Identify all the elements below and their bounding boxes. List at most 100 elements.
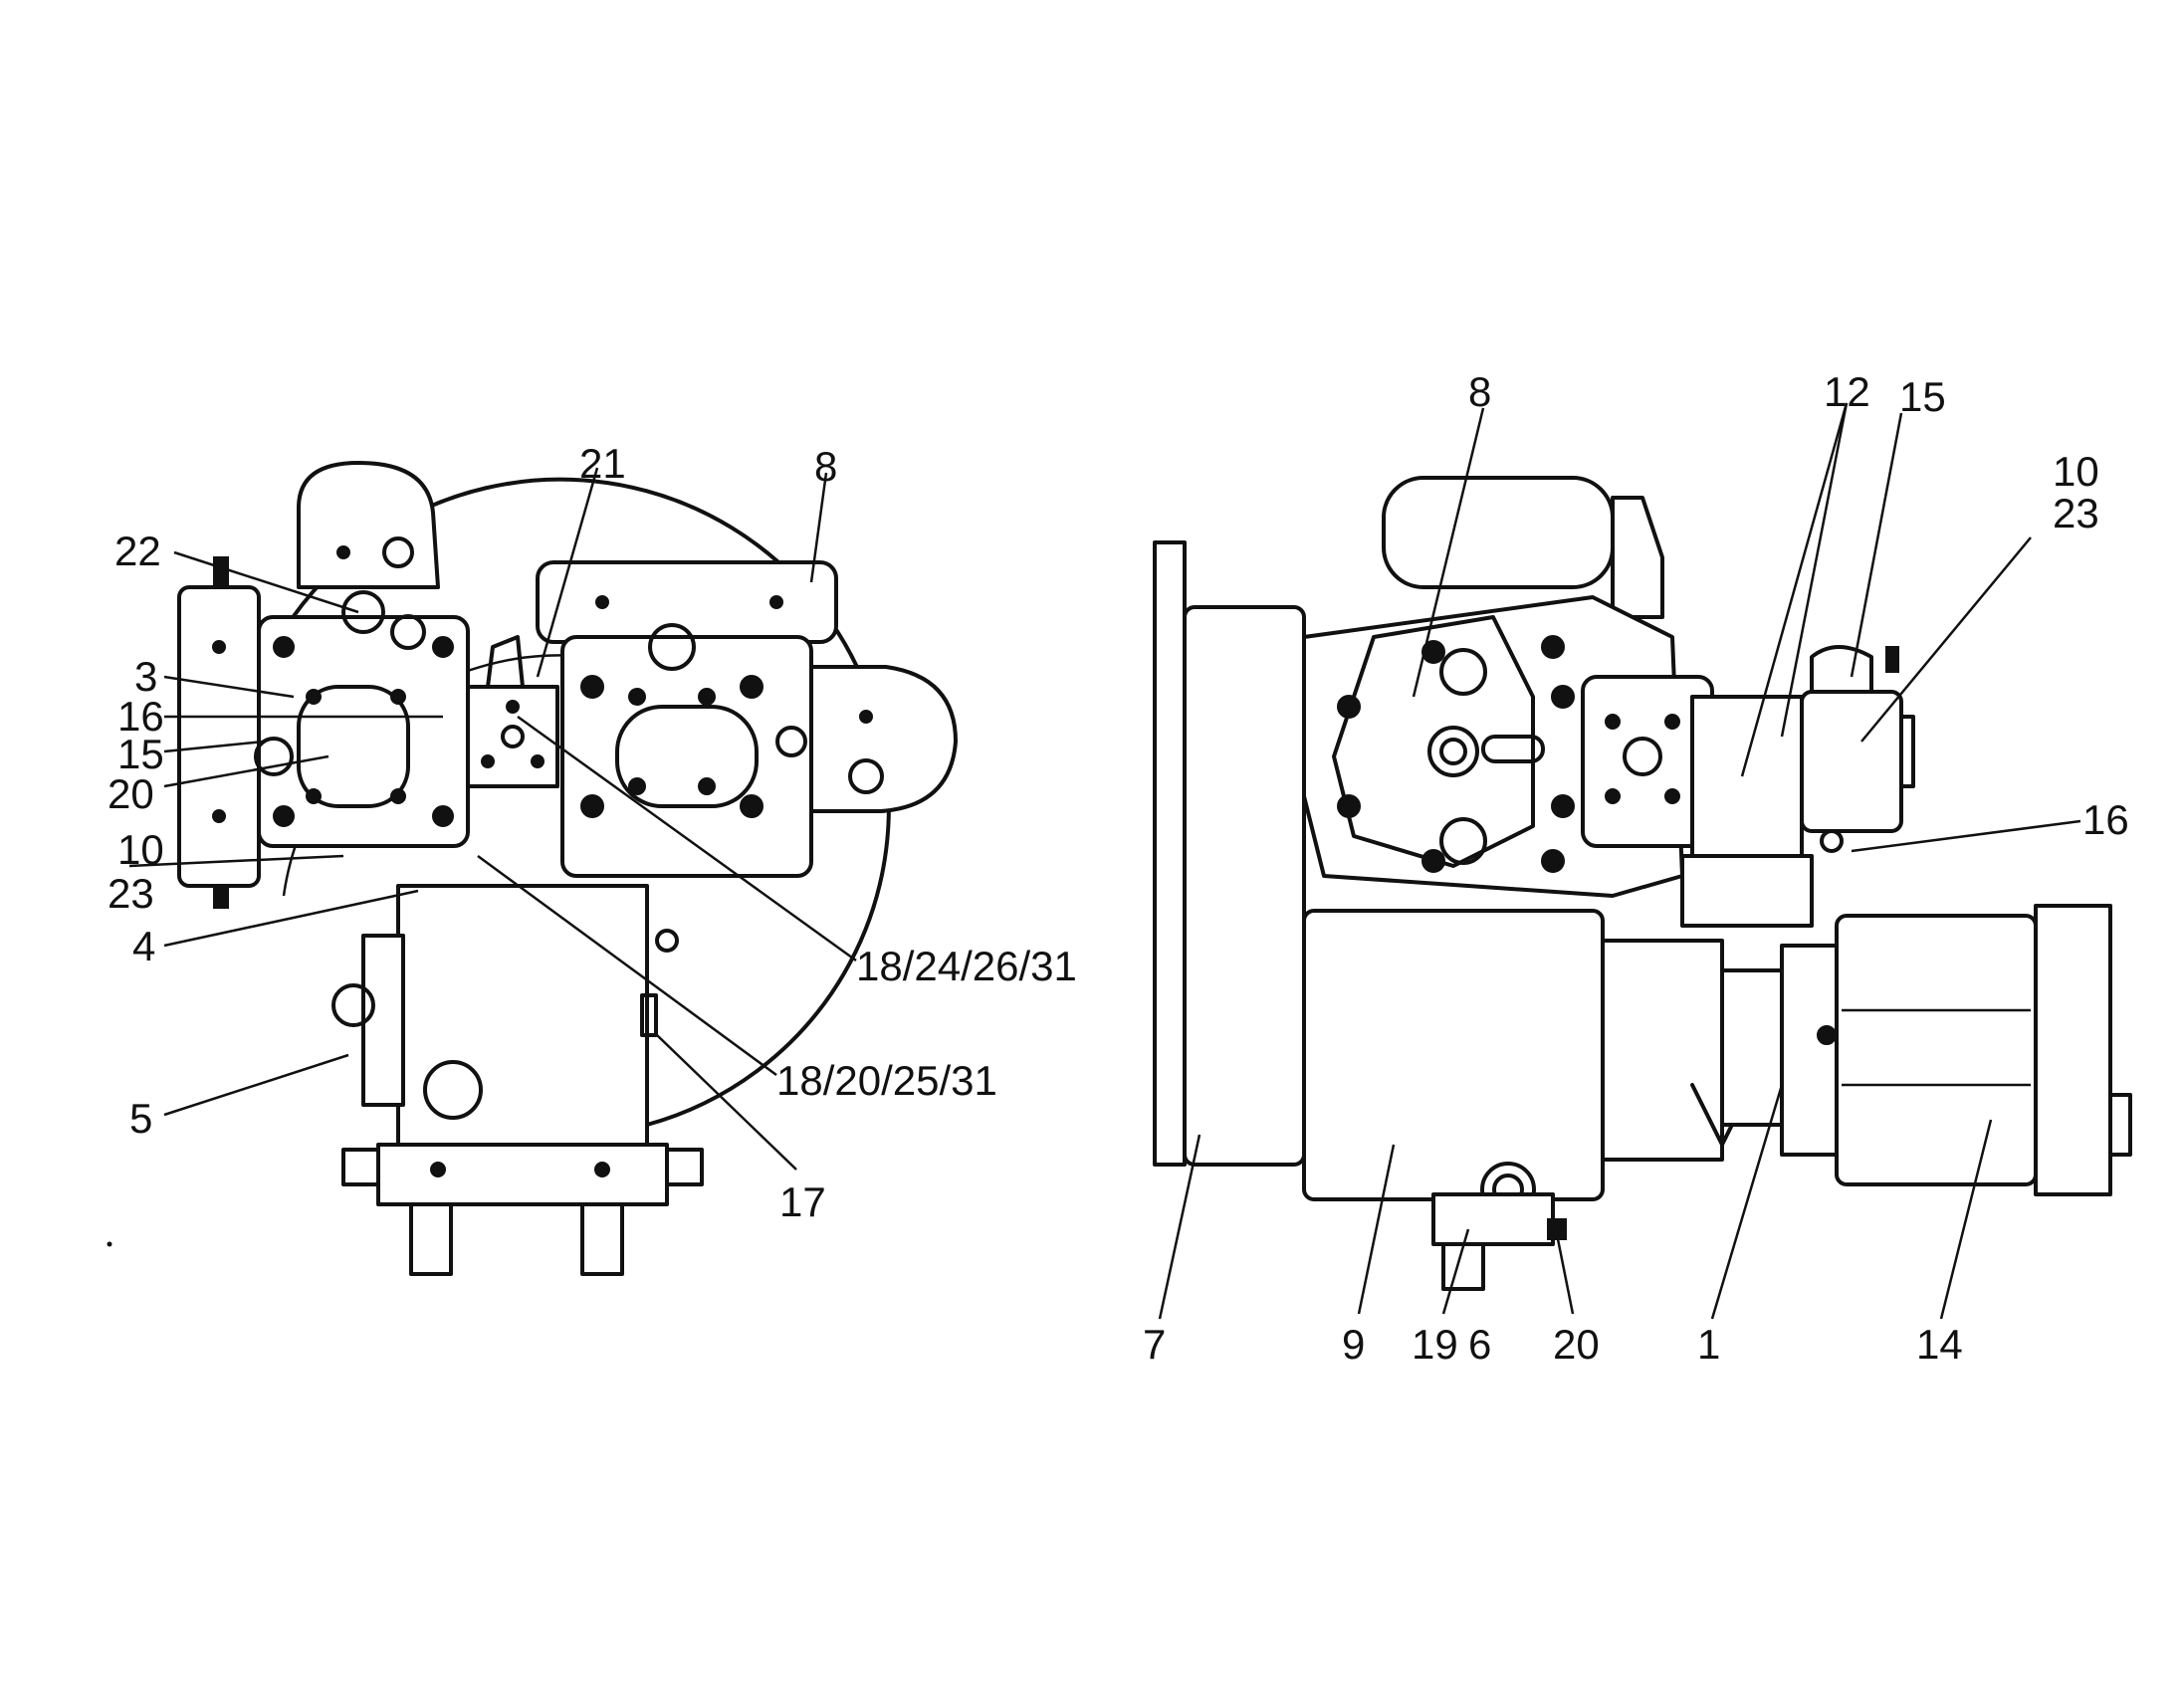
left-control-port bbox=[501, 725, 525, 748]
callout-18-24-26-31: 18/24/26/31 bbox=[856, 943, 1077, 989]
leader-lines bbox=[128, 402, 2081, 1320]
right-gearbox bbox=[1302, 909, 1605, 1201]
callout-7: 7 bbox=[1143, 1321, 1166, 1368]
left-port-15 bbox=[254, 737, 294, 776]
left-boss-plug bbox=[331, 983, 375, 1027]
left-right-pump-fitting bbox=[648, 623, 696, 671]
left-lifting-lug bbox=[297, 461, 440, 589]
left-foot-nut bbox=[341, 1148, 380, 1186]
left-side-valve-plug bbox=[213, 556, 229, 588]
left-right-lug bbox=[809, 665, 958, 813]
right-callouts: 8 12 15 10 23 16 7 9 19 6 20 1 14 bbox=[1143, 368, 2129, 1368]
right-view bbox=[1153, 476, 2132, 1291]
left-leg-2 bbox=[580, 1202, 624, 1276]
right-motor-bolt bbox=[1817, 1025, 1837, 1045]
left-foot-bolt-2 bbox=[594, 1162, 610, 1177]
right-gearbox-leg bbox=[1441, 1242, 1485, 1291]
right-gearbox-flange bbox=[1601, 939, 1724, 1162]
left-boss bbox=[361, 934, 405, 1107]
left-side-valve bbox=[177, 585, 261, 888]
callout-19: 19 bbox=[1412, 1321, 1458, 1368]
right-adapter-lower bbox=[1680, 854, 1814, 928]
left-control-bolt-3 bbox=[531, 754, 545, 768]
callout-6: 6 bbox=[1468, 1321, 1491, 1368]
left-lug-bolt-small bbox=[336, 545, 350, 559]
right-mount-plate bbox=[1153, 540, 1187, 1167]
callout-15: 15 bbox=[1899, 373, 1946, 420]
left-gearbox-plug bbox=[423, 1060, 483, 1120]
left-right-pump-side-plug bbox=[775, 726, 807, 757]
left-pump-port bbox=[297, 685, 410, 808]
left-control-bolt-2 bbox=[481, 754, 495, 768]
right-motor-endcap bbox=[2034, 904, 2112, 1196]
callout-14: 14 bbox=[1916, 1321, 1963, 1368]
right-motor-body bbox=[1835, 914, 2038, 1186]
left-right-lug-bolt bbox=[848, 758, 884, 794]
left-side-valve-plug-2 bbox=[213, 885, 229, 909]
callout-16: 16 bbox=[117, 693, 164, 740]
right-side-valve-cap bbox=[1810, 645, 1873, 694]
left-view bbox=[177, 461, 958, 1276]
callout-23: 23 bbox=[108, 870, 154, 917]
left-gearbox-sight bbox=[640, 993, 658, 1037]
callout-10: 10 bbox=[2053, 448, 2099, 495]
callout-8: 8 bbox=[814, 443, 837, 490]
left-control-spring bbox=[486, 635, 525, 689]
left-hex-fitting bbox=[341, 590, 385, 634]
right-top-cylinder bbox=[1382, 476, 1615, 589]
right-bell-housing bbox=[1183, 605, 1306, 1167]
left-foot-nut-2 bbox=[665, 1148, 704, 1186]
callout-20: 20 bbox=[108, 770, 154, 817]
right-control-bolt-3 bbox=[1605, 788, 1621, 804]
callout-23: 23 bbox=[2053, 490, 2099, 536]
right-motor-terminal bbox=[2108, 1093, 2132, 1157]
callout-16: 16 bbox=[2082, 796, 2129, 843]
right-control-port bbox=[1623, 737, 1662, 776]
left-hex-fitting-2 bbox=[390, 614, 426, 650]
callout-10: 10 bbox=[117, 826, 164, 873]
callout-17: 17 bbox=[779, 1178, 826, 1225]
left-side-valve-bolt bbox=[212, 640, 226, 654]
right-pump-face-bolts bbox=[1337, 635, 1575, 873]
left-right-lug-bolt-2 bbox=[859, 710, 873, 724]
callout-5: 5 bbox=[129, 1095, 152, 1142]
left-control-bolt bbox=[506, 700, 520, 714]
callout-20: 20 bbox=[1553, 1321, 1600, 1368]
right-control-bolt bbox=[1605, 714, 1621, 730]
left-pump-bolts bbox=[273, 636, 454, 827]
callout-9: 9 bbox=[1342, 1321, 1365, 1368]
callout-21: 21 bbox=[579, 440, 626, 487]
right-shaft-housing bbox=[1720, 968, 1784, 1127]
callout-15: 15 bbox=[117, 731, 164, 777]
left-foot-bolt bbox=[430, 1162, 446, 1177]
left-leg bbox=[409, 1202, 453, 1276]
right-gearbox-foot bbox=[1431, 1192, 1555, 1246]
callout-1: 1 bbox=[1697, 1321, 1720, 1368]
left-side-valve-bolt-2 bbox=[212, 809, 226, 823]
left-right-pump-bolts bbox=[580, 675, 764, 818]
right-pump-boss bbox=[1439, 648, 1487, 696]
callout-12: 12 bbox=[1824, 368, 1870, 415]
right-cylinder-bracket bbox=[1611, 496, 1664, 619]
right-control-bolt-2 bbox=[1664, 714, 1680, 730]
left-gearbox bbox=[396, 884, 649, 1176]
right-pump-boss-2 bbox=[1439, 817, 1487, 865]
left-callouts: 22 21 8 3 16 15 20 10 23 4 5 18/24/26/31… bbox=[108, 440, 1077, 1225]
callout-4: 4 bbox=[132, 923, 155, 969]
right-pump-shaft bbox=[1427, 726, 1479, 777]
right-side-valve-knob bbox=[1899, 715, 1915, 788]
right-side-valve-plug bbox=[1885, 646, 1899, 673]
stray-dot bbox=[107, 1241, 112, 1247]
left-top-valve-bolt bbox=[595, 595, 609, 609]
right-control-bolt-4 bbox=[1664, 788, 1680, 804]
left-foot bbox=[376, 1143, 669, 1206]
callout-22: 22 bbox=[114, 528, 161, 574]
right-pump-slot bbox=[1481, 735, 1545, 763]
right-side-valve-fitting bbox=[1820, 829, 1844, 853]
callout-3: 3 bbox=[134, 653, 157, 700]
callout-8: 8 bbox=[1468, 368, 1491, 415]
callout-18-20-25-31: 18/20/25/31 bbox=[776, 1057, 997, 1104]
left-gearbox-fitting bbox=[655, 929, 679, 953]
